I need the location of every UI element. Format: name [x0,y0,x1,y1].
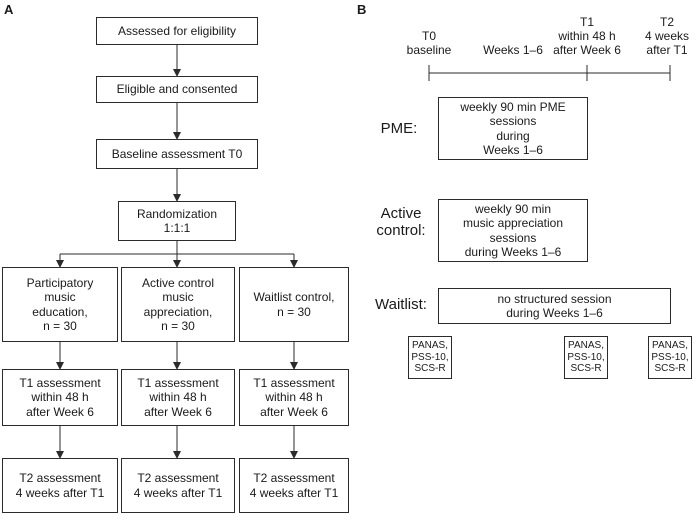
arm-pme-box: Participatory music education, n = 30 [2,267,118,342]
measures-box-t2: PANAS, PSS-10, SCS-R [648,336,692,379]
t1-assessment-box-2: T1 assessment within 48 h after Week 6 [121,369,235,426]
row-label-waitlist: Waitlist: [375,296,427,313]
t1-assessment-box-1: T1 assessment within 48 h after Week 6 [2,369,118,426]
assessed-eligibility-box: Assessed for eligibility [96,17,258,45]
t2-assessment-box-3: T2 assessment 4 weeks after T1 [239,458,349,513]
eligible-consented-box: Eligible and consented [96,76,258,103]
t1-assessment-box-3: T1 assessment within 48 h after Week 6 [239,369,349,426]
timeline-label-weeks: Weeks 1–6 [483,43,543,57]
t2-assessment-box-1: T2 assessment 4 weeks after T1 [2,458,118,513]
active-control-session-box: weekly 90 min music appreciation session… [438,199,588,262]
baseline-assessment-box: Baseline assessment T0 [96,139,258,169]
arm-active-control-box: Active control music appreciation, n = 3… [121,267,235,342]
waitlist-session-box: no structured session during Weeks 1–6 [438,288,671,324]
row-label-active-control: Active control: [376,205,426,240]
measures-box-t1: PANAS, PSS-10, SCS-R [564,336,608,379]
randomization-box: Randomization 1:1:1 [118,201,236,241]
panel-a-letter: A [4,2,14,17]
timeline-label-t0: T0 baseline [406,29,452,57]
pme-session-box: weekly 90 min PME sessions during Weeks … [438,97,588,160]
t2-assessment-box-2: T2 assessment 4 weeks after T1 [121,458,235,513]
timeline-label-t2: T2 4 weeks after T1 [644,15,690,57]
panel-b-letter: B [357,2,367,17]
timeline-label-t1: T1 within 48 h after Week 6 [553,15,621,57]
arm-waitlist-box: Waitlist control, n = 30 [239,267,349,342]
measures-box-t0: PANAS, PSS-10, SCS-R [408,336,452,379]
row-label-pme: PME: [380,120,418,137]
